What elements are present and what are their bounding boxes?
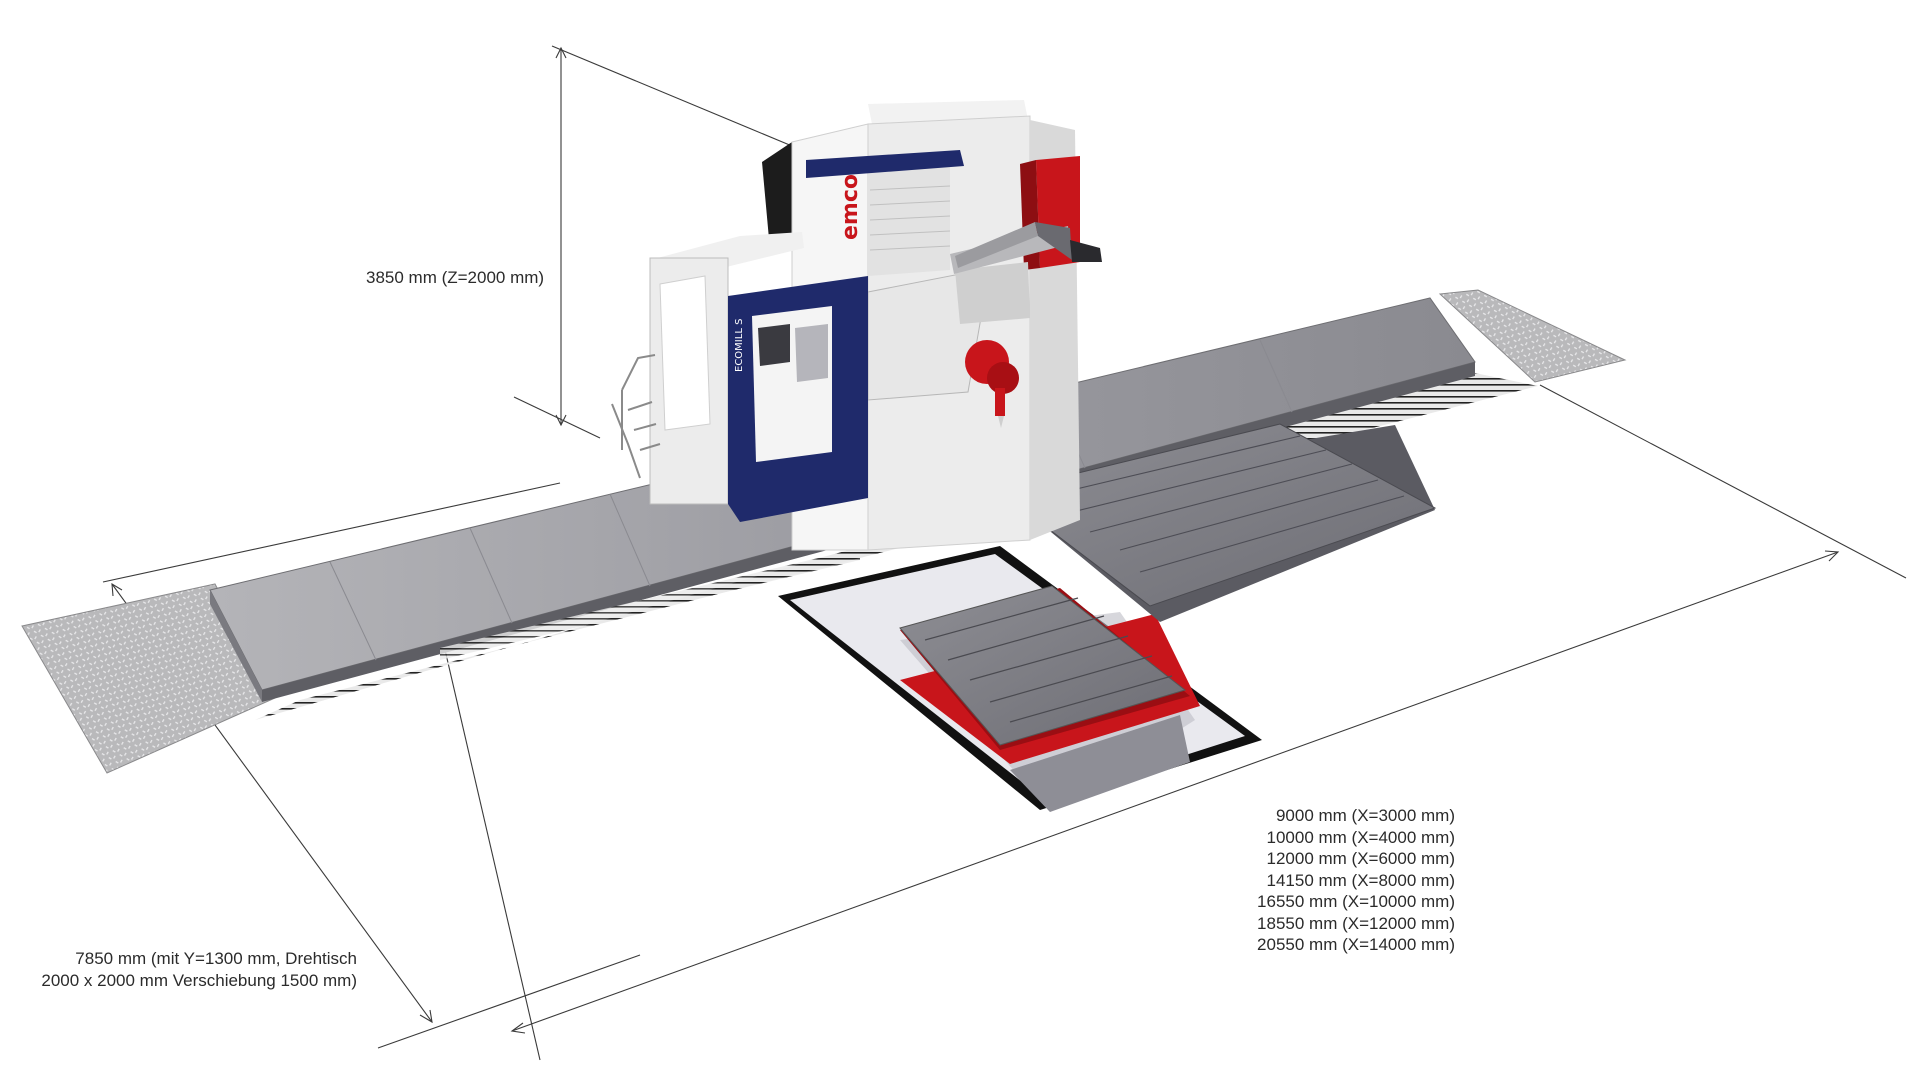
length-option: 18550 mm (X=12000 mm)	[1257, 913, 1455, 933]
emco-logo: emco	[838, 174, 863, 240]
depth-label-line-2: 2000 x 2000 mm Verschiebung 1500 mm)	[41, 970, 357, 990]
work-table	[998, 423, 1437, 622]
access-stairs	[611, 354, 661, 479]
length-option: 20550 mm (X=14000 mm)	[1257, 935, 1455, 954]
depth-label-line-1: 7850 mm (mit Y=1300 mm, Drehtisch	[75, 949, 357, 968]
length-option: 9000 mm (X=3000 mm)	[1275, 806, 1455, 825]
ram-spindle	[867, 226, 1070, 428]
length-option: 10000 mm (X=4000 mm)	[1266, 827, 1456, 847]
length-option: 12000 mm (X=6000 mm)	[1266, 849, 1456, 868]
height-dimension-label: 3850 mm (Z=2000 mm)	[366, 268, 545, 287]
rotary-table	[899, 585, 1200, 812]
length-option: 16550 mm (X=10000 mm)	[1257, 892, 1455, 911]
floor-plates	[21, 289, 1627, 774]
cable-carrier	[955, 222, 1102, 268]
length-dimension-list: 9000 mm (X=3000 mm) 10000 mm (X=4000 mm)…	[1180, 805, 1455, 956]
operator-cabin	[649, 232, 868, 522]
length-option: 14150 mm (X=8000 mm)	[1266, 870, 1456, 890]
model-label: ECOMILL S	[734, 319, 745, 372]
depth-dimension-label: 7850 mm (mit Y=1300 mm, Drehtisch 2000 x…	[0, 948, 357, 991]
